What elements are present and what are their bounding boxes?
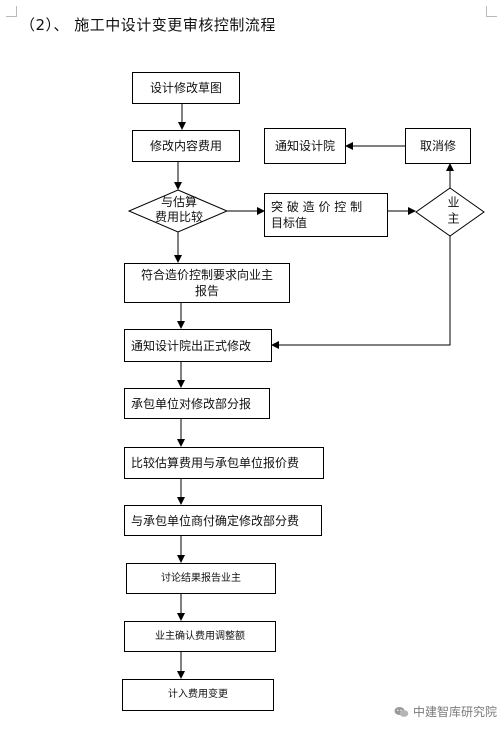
node-compare-estimate: 与估算 费用比较 <box>139 195 219 225</box>
node-contractor-report: 承包单位对修改部分报 <box>124 388 270 419</box>
watermark-text: 中建智库研究院 <box>412 705 497 719</box>
node-notify-institute: 通知设计院 <box>264 128 346 164</box>
exceed-target-line-2: 目标值 <box>271 216 308 230</box>
margin-corner-right <box>486 6 497 17</box>
watermark: 中建智库研究院 <box>394 703 497 720</box>
exceed-target-line-1: 突 破 造 价 控 制 <box>271 200 363 214</box>
node-compare-quote: 比较估算费用与承包单位报价费 <box>124 447 324 479</box>
compare-estimate-line-1: 与估算 <box>160 195 197 209</box>
node-record-change: 计入费用变更 <box>122 679 274 711</box>
arrow-owner-to-formal <box>271 236 451 349</box>
node-meets-report: 符合造价控制要求向业主 报告 <box>124 263 290 303</box>
node-discuss-report: 讨论结果报告业主 <box>126 563 276 594</box>
margin-corner-left <box>6 6 17 17</box>
page-title: （2）、 施工中设计变更审核控制流程 <box>20 16 276 34</box>
node-negotiate: 与承包单位商付确定修改部分费 <box>124 505 322 536</box>
node-formal-change: 通知设计院出正式修改 <box>124 329 272 362</box>
meets-report-line-2: 报告 <box>194 284 219 298</box>
node-draft: 设计修改草图 <box>132 72 240 104</box>
wechat-icon <box>394 706 409 718</box>
meets-report-line-1: 符合造价控制要求向业主 <box>140 268 273 282</box>
compare-estimate-line-2: 费用比较 <box>154 210 203 224</box>
node-owner: 业主 <box>446 196 460 228</box>
node-cancel-change: 取消修 <box>405 128 471 164</box>
node-content-cost: 修改内容费用 <box>132 130 240 162</box>
node-exceed-target: 突 破 造 价 控 制 目标值 <box>264 193 388 237</box>
node-owner-confirm: 业主确认费用调整额 <box>124 621 276 652</box>
